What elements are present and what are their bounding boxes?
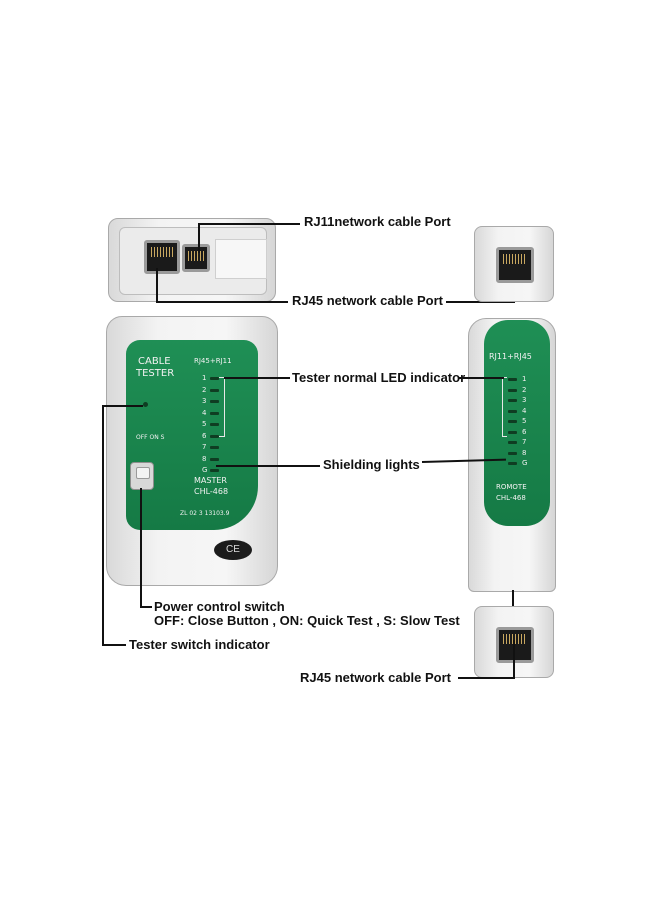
master-led-number: 6: [202, 431, 207, 440]
master-model-line2: CHL-468: [194, 487, 229, 496]
master-led-number: 3: [202, 397, 207, 405]
rj45-port-top: [144, 240, 180, 274]
master-led: [210, 446, 219, 449]
master-switch-label: OFF ON S: [136, 434, 165, 441]
remote-led-number: 4: [522, 406, 527, 415]
master-led: [210, 469, 219, 472]
master-led: [210, 457, 219, 461]
master-led: [210, 377, 219, 380]
remote-rj45-port-bottom: [496, 627, 534, 663]
master-led: [210, 434, 219, 438]
master-title-line1: CABLE: [138, 356, 171, 367]
remote-led-number: 7: [522, 438, 527, 446]
remote-led-number: 1: [522, 375, 527, 383]
remote-led: [508, 430, 517, 434]
callout-rj45-port-bottom: RJ45 network cable Port: [300, 670, 451, 685]
remote-led: [508, 378, 517, 381]
remote-led: [508, 441, 517, 444]
remote-model-line2: CHL-468: [496, 494, 526, 502]
remote-top-view: [474, 226, 554, 302]
master-port-label: RJ45+RJ11: [194, 357, 232, 365]
master-led-number: 1: [202, 374, 207, 382]
ce-mark: CE: [226, 544, 240, 555]
remote-led-number: 8: [522, 448, 527, 457]
master-model-line1: MASTER: [194, 476, 227, 485]
ce-badge: CE: [214, 540, 252, 560]
remote-led-number: 3: [522, 396, 527, 404]
master-serial: ZL 02 3 13103.9: [180, 510, 230, 517]
remote-led: [508, 420, 517, 423]
remote-led-number: 6: [522, 427, 527, 436]
master-led-number: G: [202, 466, 208, 474]
remote-port-label: RJ11+RJ45: [489, 352, 532, 361]
master-led-number: 2: [202, 385, 207, 394]
remote-led-number: 5: [522, 417, 527, 425]
power-switch[interactable]: [130, 462, 154, 490]
master-led: [210, 388, 219, 392]
master-panel: CABLE TESTER RJ45+RJ11 OFF ON S 1 2 3 4 5 6 7 8…: [126, 340, 258, 530]
remote-model-line1: ROMOTE: [496, 483, 527, 491]
master-led: [210, 411, 219, 415]
switch-indicator-led: [143, 402, 148, 407]
master-title-line2: TESTER: [136, 368, 175, 379]
remote-led: [508, 388, 517, 392]
remote-led: [508, 409, 517, 413]
master-led: [210, 423, 219, 426]
master-led-number: 5: [202, 420, 207, 428]
remote-rj45-port-top: [496, 247, 534, 283]
remote-led: [508, 451, 517, 455]
callout-rj11-port: RJ11network cable Port: [304, 214, 451, 229]
master-led-number: 7: [202, 443, 207, 451]
master-led-number: 4: [202, 408, 207, 417]
master-led: [210, 400, 219, 403]
remote-led: [508, 399, 517, 402]
rj11-port-top: [182, 244, 210, 272]
master-top-view: [108, 218, 276, 302]
master-led-number: 8: [202, 454, 207, 463]
callout-rj45-port-top: RJ45 network cable Port: [292, 293, 443, 308]
callout-shielding-lights: Shielding lights: [323, 457, 420, 472]
callout-switch-indicator: Tester switch indicator: [129, 637, 270, 652]
callout-led-indicator: Tester normal LED indicator: [292, 370, 466, 385]
callout-power-switch-desc: OFF: Close Button , ON: Quick Test , S: …: [154, 613, 460, 628]
remote-led-number: G: [522, 459, 528, 467]
callout-power-switch-title: Power control switch: [154, 599, 285, 614]
remote-led: [508, 462, 517, 465]
remote-led-number: 2: [522, 385, 527, 394]
